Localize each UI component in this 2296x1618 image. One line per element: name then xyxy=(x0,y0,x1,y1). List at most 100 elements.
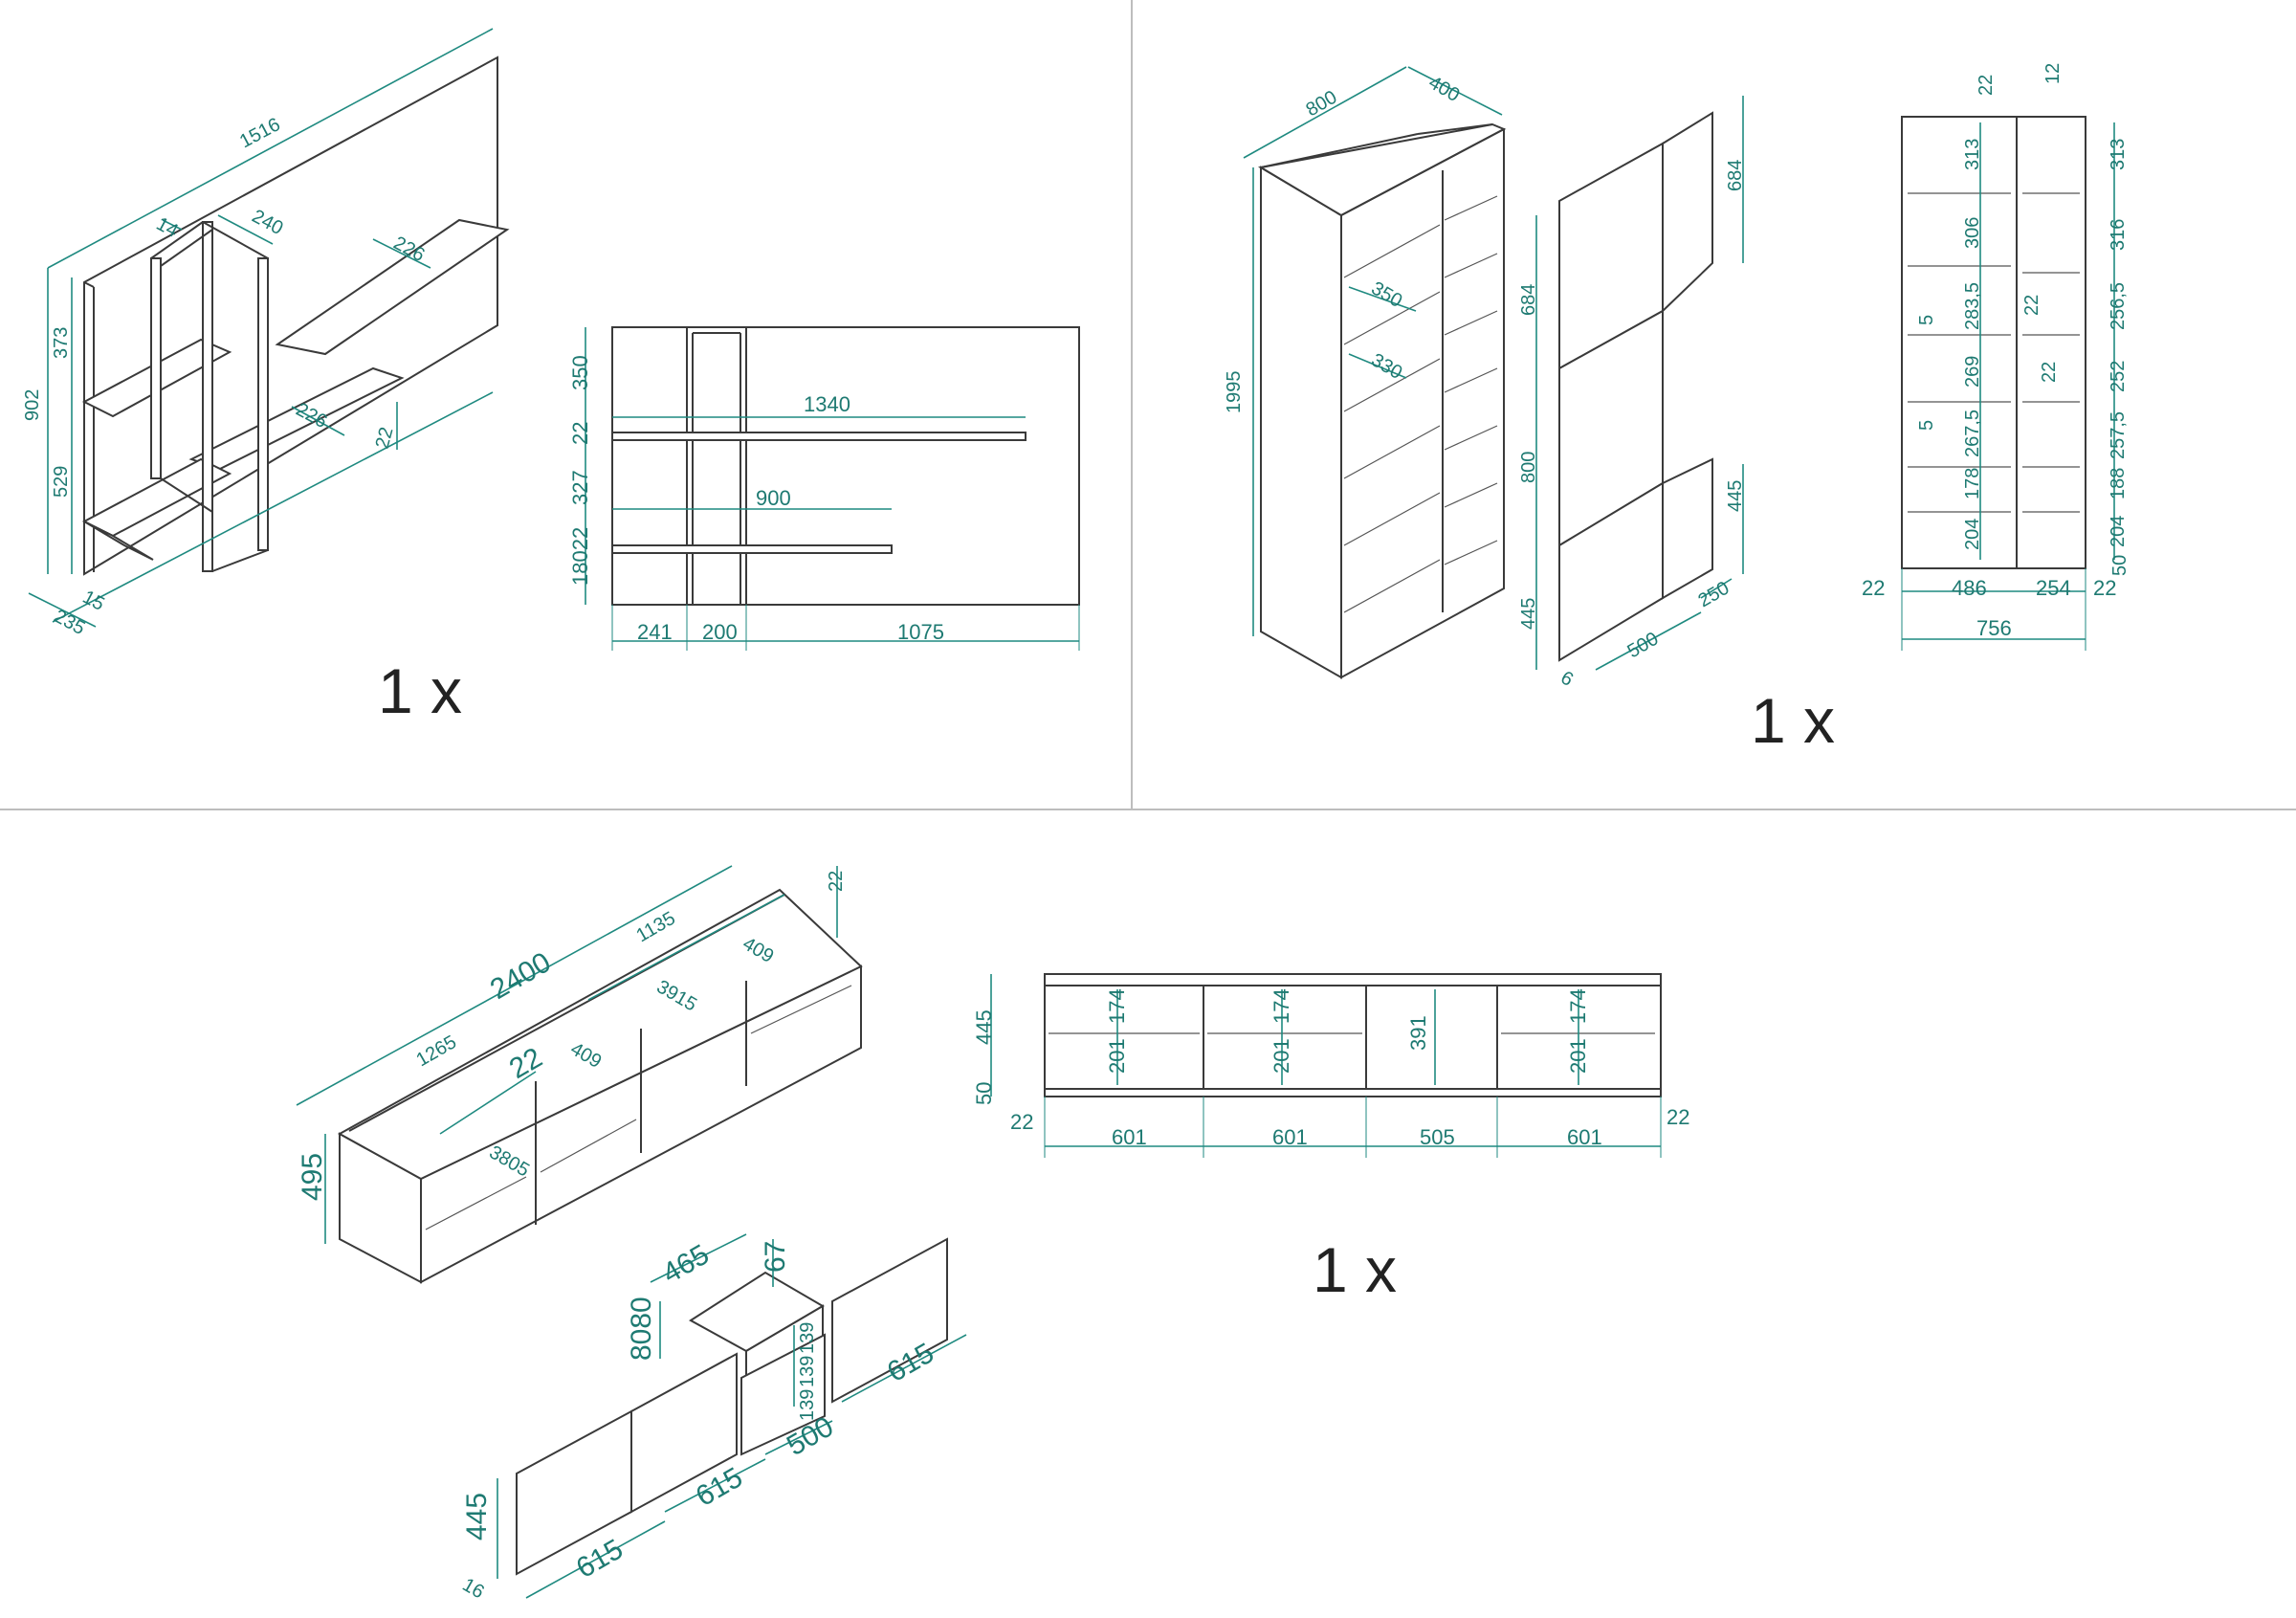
dim-front-18022: 18022 xyxy=(568,527,592,586)
quantity-label-2: 1 x xyxy=(1751,685,1835,756)
dim-right-0: 313 xyxy=(2108,139,2129,170)
front-shelf-lower xyxy=(611,544,893,554)
dim-sb-22b: 22 xyxy=(1667,1105,1689,1129)
front-shelf-upper xyxy=(611,432,1027,441)
panel-sideboard: 2400 1135 1265 495 22 22 409 409 3915 38… xyxy=(296,865,1689,1603)
sideboard-top xyxy=(337,888,863,1181)
dim-depth-a: 15 xyxy=(79,587,108,615)
dim-right-2: 256,5 xyxy=(2108,282,2129,330)
dim-right-5: 188 xyxy=(2108,468,2129,499)
dim-shelf-thickness: 22 xyxy=(372,425,398,451)
dim-door-top-right: 684 xyxy=(1725,160,1746,191)
dim-door-depth: 250 xyxy=(1695,578,1733,612)
dim-length: 1516 xyxy=(236,114,284,152)
dim-front-top-22: 22 xyxy=(1976,75,1997,96)
dim-sideboard-length: 2400 xyxy=(485,946,556,1006)
dim-width-2: 505 xyxy=(1420,1125,1455,1149)
cabinet-doors: 684 800 445 684 445 500 250 6 xyxy=(1518,96,1746,691)
dim-left-1: 306 xyxy=(1962,217,1983,249)
sideboard-isometric: 2400 1135 1265 495 22 22 409 409 3915 38… xyxy=(296,865,863,1284)
dim-comp-1135: 1135 xyxy=(633,908,679,947)
dim-drawer-139b: 139 xyxy=(797,1356,818,1387)
dim-gap-5a: 5 xyxy=(1916,315,1937,325)
dim-drawer-8080: 8080 xyxy=(626,1297,657,1361)
dim-width-0: 601 xyxy=(1112,1125,1147,1149)
dim-door-top: 684 xyxy=(1518,284,1539,316)
dim-height: 902 xyxy=(22,389,43,421)
dim-cell-2: 174 xyxy=(1269,988,1293,1024)
dim-top-height: 373 xyxy=(51,327,72,359)
dim-cabinet-depth: 400 xyxy=(1425,72,1464,106)
quantity-label-3: 1 x xyxy=(1313,1234,1397,1305)
dim-front-1075: 1075 xyxy=(897,620,944,644)
dim-front-900: 900 xyxy=(756,486,791,510)
dim-cabinet-width: 800 xyxy=(1303,87,1341,122)
dim-front-16: 16 xyxy=(459,1574,488,1603)
panel-tall-cabinet: 800 400 1995 350 330 684 800 445 684 445… xyxy=(1224,63,2130,756)
dim-drawer-139a: 139 xyxy=(797,1322,818,1354)
dim-left-3: 269 xyxy=(1962,356,1983,388)
dim-sb-445: 445 xyxy=(972,1009,996,1045)
front-cabinet-body xyxy=(1901,116,2086,569)
dim-bottom-height: 529 xyxy=(51,466,72,498)
dim-right-3: 252 xyxy=(2108,361,2129,392)
dim-left-6: 204 xyxy=(1962,519,1983,550)
front-panel-3 xyxy=(740,1333,826,1456)
front-panel-2 xyxy=(630,1352,738,1514)
wall-shelf-isometric: 1516 902 373 529 14 240 226 226 22 15 23… xyxy=(22,28,510,639)
dim-w-22a: 22 xyxy=(1862,576,1885,600)
dim-front-22: 22 xyxy=(568,422,592,445)
frame-post-3 xyxy=(257,257,269,551)
dim-drawer-67: 67 xyxy=(760,1241,791,1273)
dim-front-445: 445 xyxy=(461,1493,493,1540)
dim-right-1: 316 xyxy=(2108,219,2129,251)
dim-depth-b: 235 xyxy=(51,606,89,639)
dim-front-350: 350 xyxy=(568,355,592,390)
dim-w-756: 756 xyxy=(1976,616,2012,640)
dim-drawer-465: 465 xyxy=(657,1238,715,1290)
dim-front-top-12: 12 xyxy=(2042,63,2064,84)
dim-cell-4: 391 xyxy=(1406,1015,1430,1051)
dim-base-50: 50 xyxy=(2109,555,2130,576)
panel-wall-shelf: 1516 902 373 529 14 240 226 226 22 15 23… xyxy=(22,28,1080,726)
dim-w-254: 254 xyxy=(2036,576,2071,600)
door-top-right xyxy=(1662,111,1713,314)
wall-shelf-front-view: 350 22 327 18022 1340 900 241 200 1075 xyxy=(568,326,1080,651)
dim-door-width: 500 xyxy=(1624,629,1663,663)
door-bottom-right xyxy=(1662,457,1713,600)
dim-left-4: 267,5 xyxy=(1962,410,1983,457)
upper-shelf xyxy=(275,218,510,356)
sideboard-front-view: 445 50 174 201 174 201 391 174 201 22 22… xyxy=(972,973,1689,1158)
quantity-label-1: 1 x xyxy=(378,655,462,726)
dim-cell-0: 174 xyxy=(1105,988,1129,1024)
dim-front-327: 327 xyxy=(568,470,592,505)
dim-left-2: 283,5 xyxy=(1962,282,1983,330)
dim-right-4: 257,5 xyxy=(2108,411,2129,459)
dim-width-3: 601 xyxy=(1567,1125,1602,1149)
dim-width-1: 601 xyxy=(1272,1125,1308,1149)
dim-top-22: 22 xyxy=(826,871,847,892)
cabinet-front-view: 22 12 313 306 283,5 269 267,5 178 204 31… xyxy=(1862,63,2130,651)
dim-cell-5: 174 xyxy=(1566,988,1590,1024)
frame-post-1 xyxy=(150,257,162,479)
dim-cell-6: 201 xyxy=(1566,1038,1590,1074)
front-frame xyxy=(686,326,747,606)
back-panel xyxy=(83,55,498,576)
dim-gap-5b: 5 xyxy=(1916,420,1937,431)
dim-door-mid: 800 xyxy=(1518,452,1539,483)
dim-front-1340: 1340 xyxy=(804,392,850,416)
dim-front-241: 241 xyxy=(637,620,673,644)
dim-sideboard-height: 495 xyxy=(297,1153,328,1201)
sideboard-drawers-fronts: 465 67 8080 139 139 139 500 615 615 615 … xyxy=(459,1233,967,1603)
dim-door-bottom-right: 445 xyxy=(1725,480,1746,512)
dim-left-0: 313 xyxy=(1962,139,1983,170)
dim-cabinet-height: 1995 xyxy=(1224,371,1245,414)
dim-w-486: 486 xyxy=(1952,576,1987,600)
dim-sb-22a: 22 xyxy=(1010,1110,1033,1134)
dim-door-bottom: 445 xyxy=(1518,598,1539,630)
dim-w-22b: 22 xyxy=(2093,576,2116,600)
cabinet-side xyxy=(1260,166,1342,679)
front-back-panel xyxy=(611,326,1080,606)
dim-cell-1: 201 xyxy=(1105,1038,1129,1074)
dim-cell-3: 201 xyxy=(1269,1038,1293,1074)
